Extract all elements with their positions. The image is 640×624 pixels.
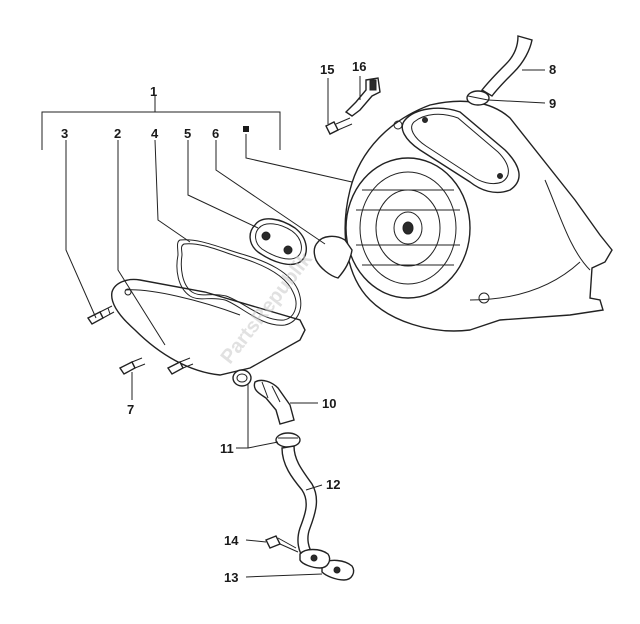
part-16-bracket bbox=[344, 77, 381, 117]
callout-labels: 1 3 2 4 5 6 7 8 9 10 11 12 14 13 15 16 bbox=[61, 59, 556, 585]
part-7-screw-a bbox=[118, 357, 146, 375]
callout-3: 3 bbox=[61, 126, 68, 141]
part-4-gasket bbox=[176, 239, 302, 326]
callout-6: 6 bbox=[212, 126, 219, 141]
crankcase-cover bbox=[344, 100, 613, 332]
part-13-flange-gasket bbox=[321, 559, 355, 581]
callout-8: 8 bbox=[549, 62, 556, 77]
part-5-plate bbox=[249, 218, 307, 266]
callout-5: 5 bbox=[184, 126, 191, 141]
part-15-screw bbox=[325, 117, 353, 135]
callout-9: 9 bbox=[549, 96, 556, 111]
callout-1: 1 bbox=[150, 84, 157, 99]
part-11-clamp-upper bbox=[232, 369, 252, 387]
callout-16: 16 bbox=[352, 59, 366, 74]
part-8-breather-hose bbox=[480, 35, 533, 97]
callout-14: 14 bbox=[224, 533, 239, 548]
callout-7: 7 bbox=[127, 402, 134, 417]
callout-13: 13 bbox=[224, 570, 238, 585]
part-10-elbow-hose bbox=[253, 379, 295, 425]
part-11-clamp-lower bbox=[275, 432, 301, 448]
callout-10: 10 bbox=[322, 396, 336, 411]
part-9-clamp bbox=[466, 90, 490, 106]
callout-11: 11 bbox=[220, 441, 234, 456]
leader-lines bbox=[41, 69, 546, 578]
part-7-screw-b bbox=[166, 357, 194, 375]
callout-15: 15 bbox=[320, 62, 334, 77]
callout-4: 4 bbox=[151, 126, 159, 141]
callout-2: 2 bbox=[114, 126, 121, 141]
part-2-cover-plate bbox=[111, 278, 306, 376]
part-12-flange bbox=[299, 548, 331, 569]
callout-12: 12 bbox=[326, 477, 340, 492]
cover-window-gasket bbox=[401, 107, 520, 194]
part-6-seal bbox=[313, 235, 353, 279]
part-14-bolt bbox=[265, 535, 299, 553]
reference-marker bbox=[243, 126, 249, 132]
